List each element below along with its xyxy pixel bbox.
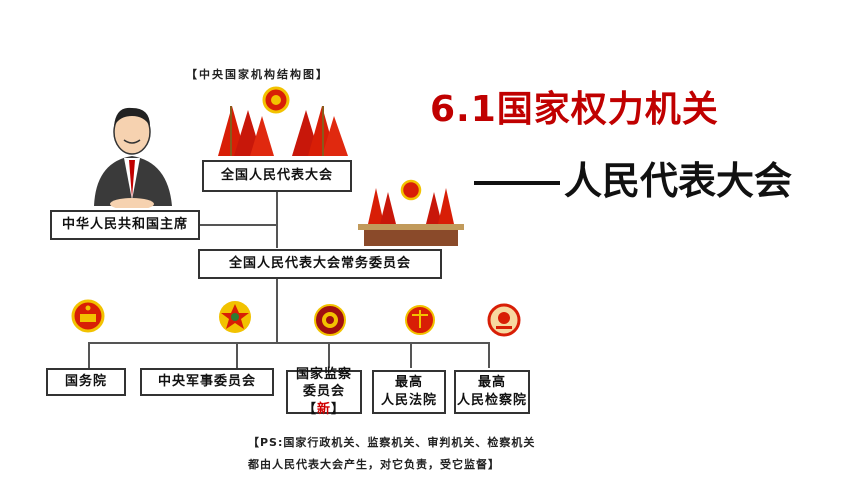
state-emblem-icon <box>71 299 105 333</box>
military-emblem-icon <box>219 301 251 333</box>
footnote-line2: 都由人民代表大会产生，对它负责，受它监督】 <box>248 458 500 471</box>
standing-committee-box: 全国人民代表大会常务委员会 <box>198 249 442 279</box>
court-emblem-icon <box>405 305 435 335</box>
connector-line <box>276 192 278 248</box>
court-line2: 人民法院 <box>380 393 437 408</box>
connector-line <box>410 342 412 368</box>
slide-subtitle: 人民代表大会 <box>564 159 793 203</box>
supreme-court-box: 最高 人民法院 <box>372 370 446 414</box>
president-box: 中华人民共和国主席 <box>50 210 200 240</box>
connector-line <box>488 342 490 368</box>
diagram-heading: 【中央国家机构结构图】 <box>186 68 329 81</box>
procuratorate-box: 最高 人民检察院 <box>454 370 530 414</box>
connector-line <box>200 224 278 226</box>
footnote: 【PS:国家行政机关、监察机关、审判机关、检察机关 都由人民代表大会产生，对它负… <box>248 432 535 476</box>
connector-line <box>88 342 488 344</box>
connector-line <box>328 342 330 368</box>
chairman-illustration <box>94 107 172 208</box>
supervisory-commission-box: 国家监察 委员会【新】 <box>286 367 362 417</box>
court-line1: 最高 <box>394 375 423 391</box>
title-dash <box>474 181 560 185</box>
new-badge: 新 <box>316 401 331 417</box>
procuratorate-line2: 人民检察院 <box>456 393 527 408</box>
footnote-line1: 【PS:国家行政机关、监察机关、审判机关、检察机关 <box>248 436 536 449</box>
slide-title: 6.1国家权力机关 <box>430 89 719 130</box>
podium-flags-icon <box>358 179 464 246</box>
state-council-box: 国务院 <box>46 368 126 396</box>
npc-box: 全国人民代表大会 <box>202 160 352 192</box>
procuratorate-line1: 最高 <box>477 375 506 391</box>
supervisory-emblem-icon <box>314 304 346 336</box>
supervisory-line1: 国家监察 <box>295 366 352 382</box>
military-commission-box: 中央军事委员会 <box>140 368 274 396</box>
connector-line <box>88 342 90 368</box>
procuratorate-emblem-icon <box>487 303 521 337</box>
flags-emblem-icon <box>218 86 348 156</box>
connector-line <box>276 279 278 343</box>
supervisory-line2: 委员会【新】 <box>302 384 346 417</box>
connector-line <box>236 342 238 368</box>
